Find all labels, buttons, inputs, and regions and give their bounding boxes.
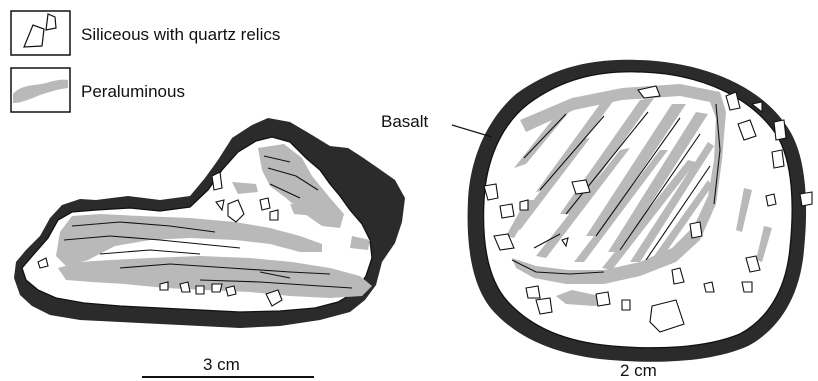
scale-bar-left: 3 cm [142,355,314,377]
basalt-leader-line [452,125,492,137]
legend: Siliceous with quartz relics Peraluminou… [11,11,280,112]
scale-label-right: 2 cm [620,361,657,380]
basalt-label: Basalt [381,112,429,131]
left-xenolith [14,118,405,328]
legend-label-siliceous: Siliceous with quartz relics [81,25,280,44]
scale-label-left: 3 cm [203,355,240,374]
legend-item-siliceous: Siliceous with quartz relics [11,11,280,55]
legend-label-peraluminous: Peraluminous [81,82,185,101]
basalt-annotation: Basalt [381,112,492,137]
right-xenolith [468,60,812,362]
legend-item-peraluminous: Peraluminous [11,68,185,112]
